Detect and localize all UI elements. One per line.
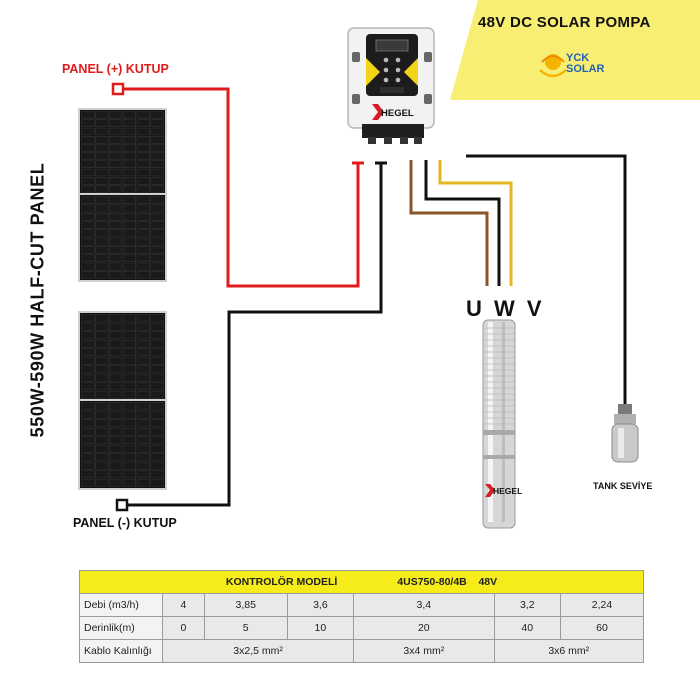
panel-plus-label: PANEL (+) KUTUP (62, 62, 169, 76)
solar-panel-bottom (78, 311, 167, 490)
brand-name: YCK SOLAR (566, 53, 605, 75)
title-banner (450, 0, 700, 100)
banner-title: 48V DC SOLAR POMPA (478, 14, 651, 31)
positive-wire (118, 87, 360, 288)
u-wire (409, 160, 489, 286)
table-cell: 0 (162, 616, 205, 640)
solar-panel-top (78, 108, 167, 282)
table-cell: 3x6 mm² (493, 639, 644, 663)
positive-terminal (111, 82, 125, 96)
table-cell: 10 (286, 616, 355, 640)
header-left: KONTROLÖR MODELİ (225, 576, 338, 588)
row-label: Derinlik(m) (79, 616, 163, 640)
controller-box (347, 27, 435, 144)
table-cell: 5 (203, 616, 288, 640)
table-cell: 40 (493, 616, 561, 640)
table-header: KONTROLÖR MODELİ 4US750-80/4B 48V (79, 570, 644, 594)
table-row: Debi (m3/h) 4 3,85 3,6 3,4 3,2 2,24 (79, 593, 645, 617)
table-cell: 20 (353, 616, 495, 640)
v-wire (438, 160, 513, 286)
table-cell: 4 (162, 593, 205, 617)
brand-line1: YCK (566, 52, 590, 64)
negative-wire (122, 163, 383, 507)
table-cell: 3,2 (493, 593, 561, 617)
controller-brand: HEGEL (381, 108, 414, 119)
row-label: Debi (m3/h) (79, 593, 163, 617)
table-cell: 3x4 mm² (353, 639, 495, 663)
negative-terminal (115, 498, 129, 512)
header-model: 4US750-80/4B (397, 576, 467, 588)
table-cell: 3,6 (286, 593, 355, 617)
table-cell: 3x2,5 mm² (161, 639, 355, 663)
tank-label: TANK SEVİYE (593, 481, 653, 491)
controller-logo-icon (372, 104, 384, 120)
table-row: Derinlik(m) 0 5 10 20 40 60 (79, 616, 645, 640)
uwv-label: U W V (466, 296, 545, 321)
w-wire (424, 160, 501, 286)
tank-level-sensor (611, 404, 639, 463)
header-voltage: 48V (478, 576, 498, 588)
table-cell: 2,24 (559, 593, 645, 617)
table-cell: 3,4 (353, 593, 495, 617)
row-label: Kablo Kalınlığı (79, 639, 163, 663)
pump-logo-icon (485, 484, 495, 497)
table-cell: 3,85 (203, 593, 288, 617)
pump-brand: HEGEL (493, 486, 522, 496)
panel-minus-label: PANEL (-) KUTUP (73, 516, 177, 530)
panel-type-title: 550W-590W HALF-CUT PANEL (27, 162, 48, 438)
tank-wire (466, 154, 627, 405)
spec-table: KONTROLÖR MODELİ 4US750-80/4B 48V Debi (… (79, 570, 645, 663)
yck-solar-logo (539, 54, 567, 78)
submersible-pump (482, 319, 516, 529)
table-cell: 60 (559, 616, 645, 640)
table-row: Kablo Kalınlığı 3x2,5 mm² 3x4 mm² 3x6 mm… (79, 639, 644, 663)
brand-line2: SOLAR (566, 63, 605, 75)
table-header-row: KONTROLÖR MODELİ 4US750-80/4B 48V (79, 570, 644, 594)
